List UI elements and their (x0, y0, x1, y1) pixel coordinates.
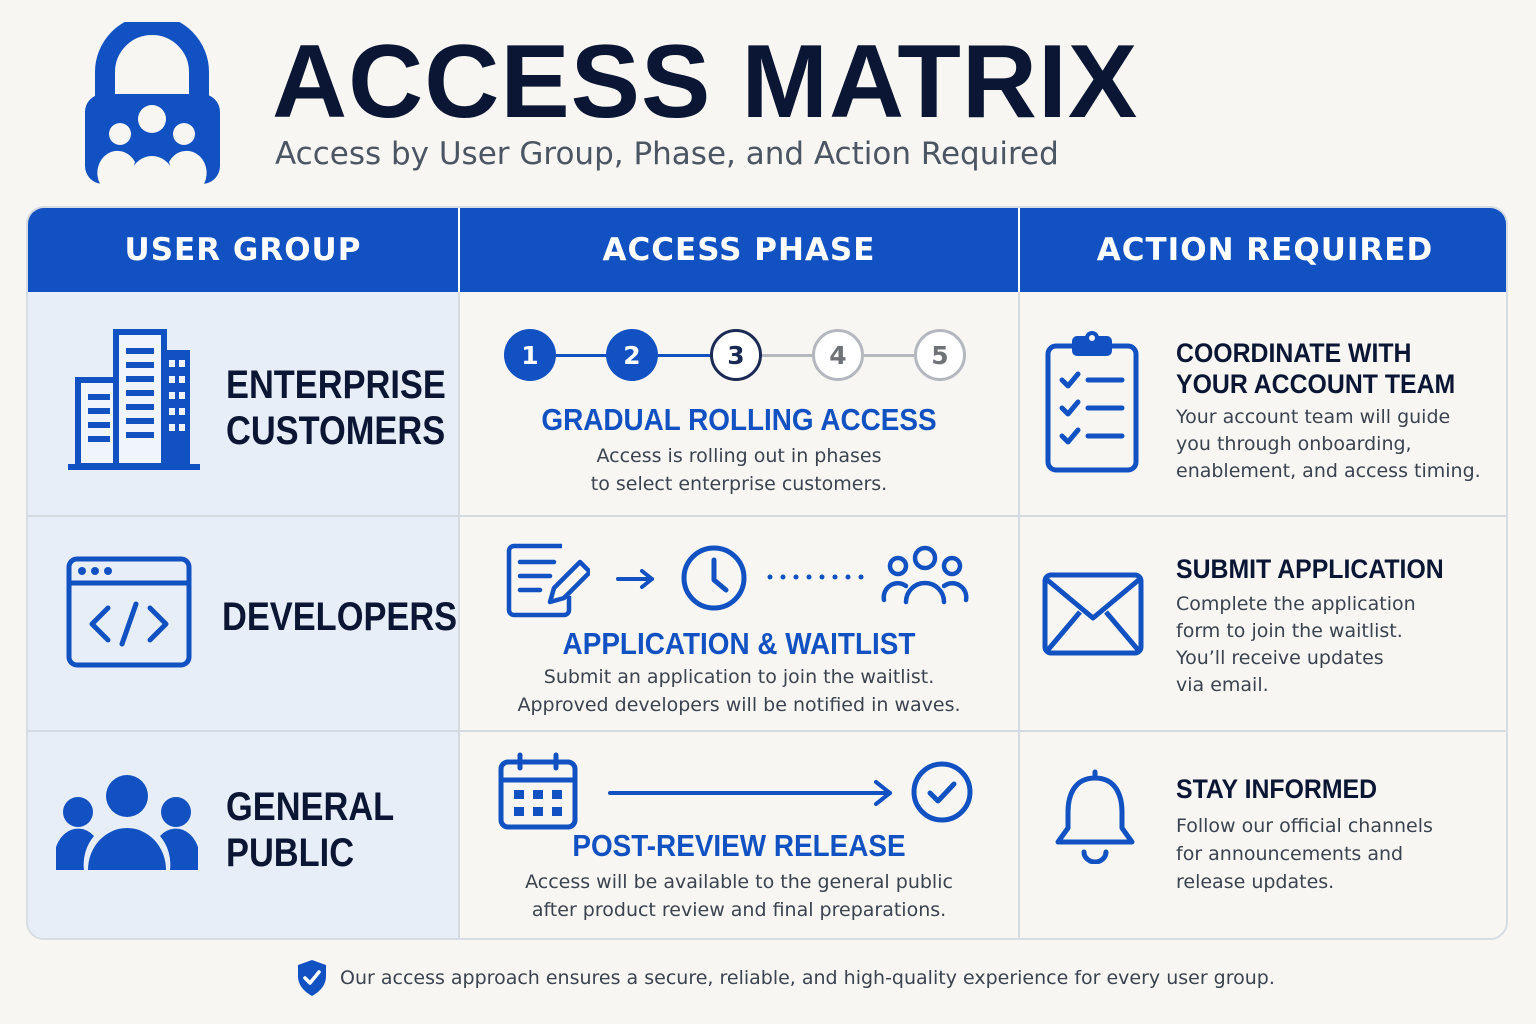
footer-text: Our access approach ensures a secure, re… (340, 967, 1275, 989)
arrow-right-icon (616, 569, 654, 589)
page-title: ACCESS MATRIX (272, 24, 1139, 140)
header-divider (458, 208, 460, 292)
dotted-line (767, 574, 864, 580)
column-divider (458, 292, 460, 938)
step-2: 2 (606, 329, 658, 381)
action-description: Your account team will guide you through… (1176, 406, 1481, 482)
step-connector (658, 354, 710, 357)
bell-icon (1055, 769, 1135, 864)
header-divider (1018, 208, 1020, 292)
action-description: Complete the application form to join th… (1176, 593, 1416, 696)
step-1: 1 (504, 329, 556, 381)
row-divider (28, 515, 1506, 517)
calendar-icon (498, 752, 578, 830)
page-subtitle: Access by User Group, Phase, and Action … (275, 136, 1059, 172)
clock-icon (681, 545, 747, 611)
phase-description: Access is rolling out in phases to selec… (590, 445, 888, 495)
column-divider (1018, 292, 1020, 938)
step-3: 3 (710, 329, 762, 381)
office-building-icon (68, 329, 200, 470)
people-group-icon (881, 545, 969, 605)
group-name-enterprise: ENTERPRISE CUSTOMERS (226, 363, 446, 453)
clipboard-checklist-icon (1045, 331, 1139, 473)
group-name-developers: DEVELOPERS (222, 595, 458, 639)
check-circle-icon (911, 761, 973, 823)
shield-check-icon (298, 960, 326, 996)
step-4: 4 (812, 329, 864, 381)
row-divider (28, 730, 1506, 732)
phase-description: Submit an application to join the waitli… (517, 666, 961, 716)
phase-description: Access will be available to the general … (525, 871, 953, 921)
column-header-user-group: USER GROUP (124, 232, 362, 268)
people-icon (56, 775, 198, 870)
action-title-stay-informed: STAY INFORMED (1176, 774, 1378, 804)
footer-note: Our access approach ensures a secure, re… (296, 958, 1275, 998)
action-title-submit: SUBMIT APPLICATION (1176, 554, 1444, 584)
access-matrix-table: USER GROUP ACCESS PHASE ACTION REQUIRED … (26, 206, 1508, 940)
action-description: Follow our official channels for announc… (1176, 815, 1433, 893)
step-connector (762, 354, 812, 357)
group-name-general-public: GENERAL PUBLIC (226, 785, 395, 875)
lock-group-icon (85, 22, 220, 184)
code-window-icon (66, 556, 192, 668)
envelope-icon (1042, 572, 1144, 656)
document-edit-icon (506, 543, 590, 618)
table-header: USER GROUP ACCESS PHASE ACTION REQUIRED (28, 208, 1506, 292)
action-title-coordinate: COORDINATE WITH YOUR ACCOUNT TEAM (1176, 338, 1456, 399)
phase-title-waitlist: APPLICATION & WAITLIST (562, 626, 916, 661)
step-connector (864, 354, 914, 357)
column-header-action-required: ACTION REQUIRED (1096, 232, 1434, 268)
step-connector (556, 354, 606, 357)
column-header-access-phase: ACCESS PHASE (602, 232, 876, 268)
step-5: 5 (914, 329, 966, 381)
phase-title-rolling: GRADUAL ROLLING ACCESS (541, 402, 937, 437)
phase-title-release: POST-REVIEW RELEASE (572, 828, 906, 863)
long-arrow-icon (608, 780, 892, 806)
